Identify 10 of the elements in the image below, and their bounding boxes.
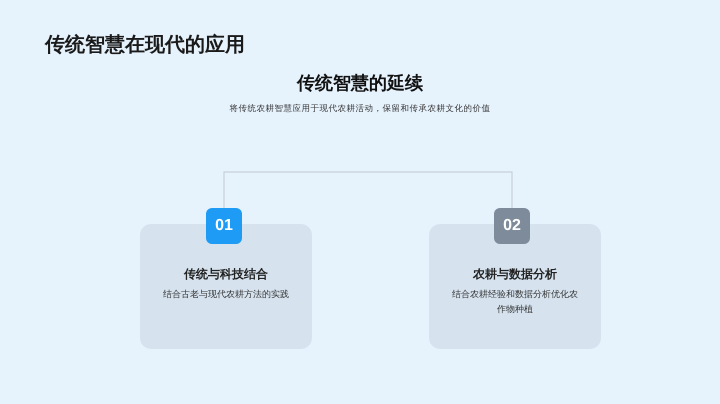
card-title: 农耕与数据分析 <box>473 266 557 282</box>
number-badge: 01 <box>206 208 242 244</box>
card-description: 结合古老与现代农耕方法的实践 <box>162 288 290 301</box>
heading: 传统智慧的延续 <box>297 72 423 95</box>
slide-title: 传统智慧在现代的应用 <box>45 32 245 58</box>
card-title: 传统与科技结合 <box>184 266 268 282</box>
card-description: 结合农耕经验和数据分析优化农作物种植 <box>451 288 579 316</box>
subtitle: 将传统农耕智慧应用于现代农耕活动，保留和传承农耕文化的价值 <box>230 102 490 115</box>
number-badge: 02 <box>494 208 530 244</box>
connector-line <box>223 171 513 208</box>
